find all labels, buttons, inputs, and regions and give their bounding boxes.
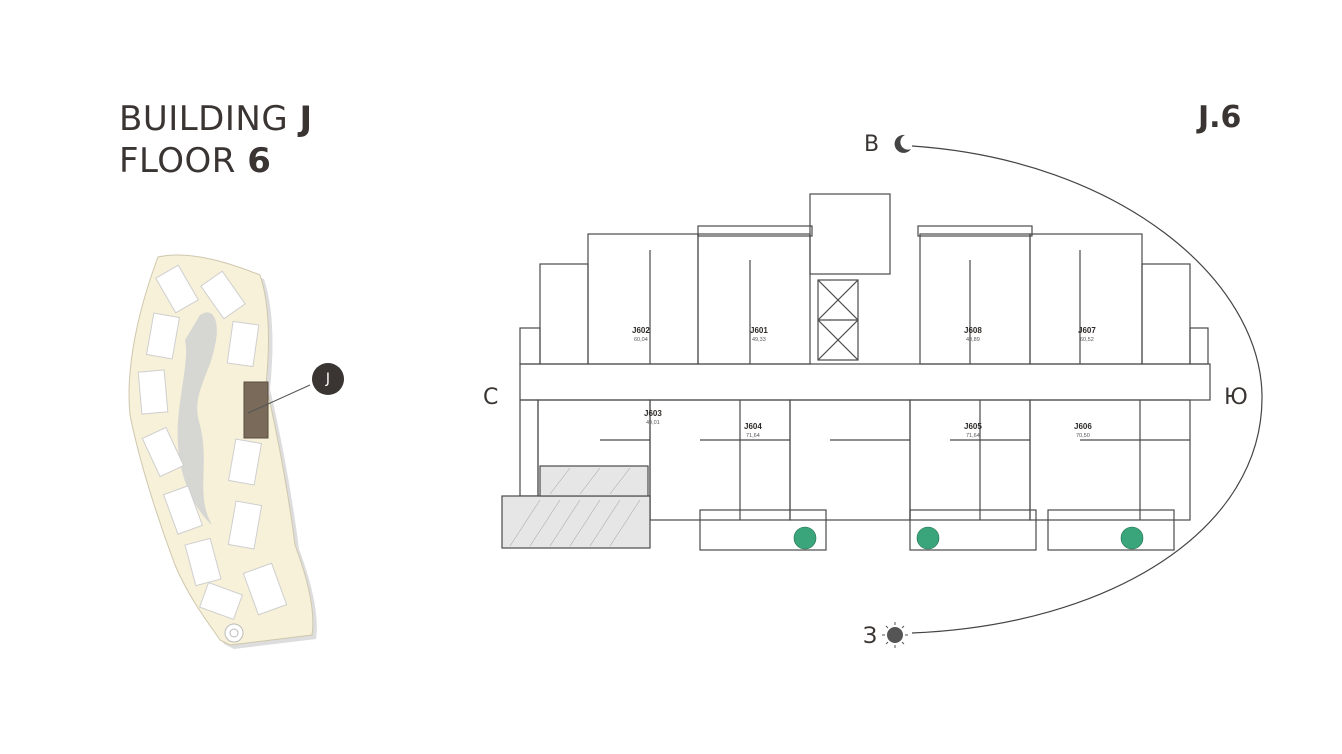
compass-north: С — [483, 385, 499, 410]
apartment-j604-area: 71,64 — [746, 433, 760, 439]
building-line: BUILDING J — [119, 98, 313, 140]
floor-label: FLOOR — [119, 141, 236, 181]
floor-line: FLOOR 6 — [119, 140, 313, 182]
apartment-j605-area: 71,64 — [966, 433, 980, 439]
plan-code: J.6 — [1198, 100, 1242, 135]
apartment-j606-area: 70,50 — [1076, 433, 1090, 439]
moon-icon — [894, 134, 911, 153]
building-marker[interactable]: J — [312, 363, 344, 395]
apartment-j603-area: 49,01 — [646, 420, 660, 426]
site-map — [128, 254, 317, 649]
apartment-j604-id[interactable]: J604 — [744, 422, 762, 431]
compass-south: Ю — [1224, 385, 1248, 410]
sun-icon — [882, 622, 908, 648]
apartment-j601-id[interactable]: J601 — [750, 326, 768, 335]
apartment-j603-id[interactable]: J603 — [644, 409, 662, 418]
apartment-labels: J602 60,04 J601 49,33 J608 48,89 J607 60… — [632, 326, 1096, 439]
compass-east: В — [864, 132, 880, 157]
apartment-j605-id[interactable]: J605 — [964, 422, 982, 431]
site-area — [128, 254, 314, 646]
compass-west: З — [863, 624, 878, 649]
floor-value: 6 — [247, 141, 272, 181]
building-j-highlight[interactable] — [243, 381, 269, 439]
page-title: BUILDING J FLOOR 6 — [119, 98, 313, 182]
apartment-j608-area: 48,89 — [966, 337, 980, 343]
apartment-j602-area: 60,04 — [634, 337, 648, 343]
apartment-j608-id[interactable]: J608 — [964, 326, 982, 335]
floor-plan: J602 60,04 J601 49,33 J608 48,89 J607 60… — [501, 193, 1211, 551]
building-marker-label: J — [325, 371, 331, 387]
apartment-j607-area: 60,52 — [1080, 337, 1094, 343]
apartment-j606-id[interactable]: J606 — [1074, 422, 1092, 431]
building-label: BUILDING — [119, 99, 289, 139]
apartment-j602-id[interactable]: J602 — [632, 326, 650, 335]
apartment-j601-area: 49,33 — [752, 337, 766, 343]
apartment-j607-id[interactable]: J607 — [1078, 326, 1096, 335]
building-value: J — [299, 99, 313, 139]
